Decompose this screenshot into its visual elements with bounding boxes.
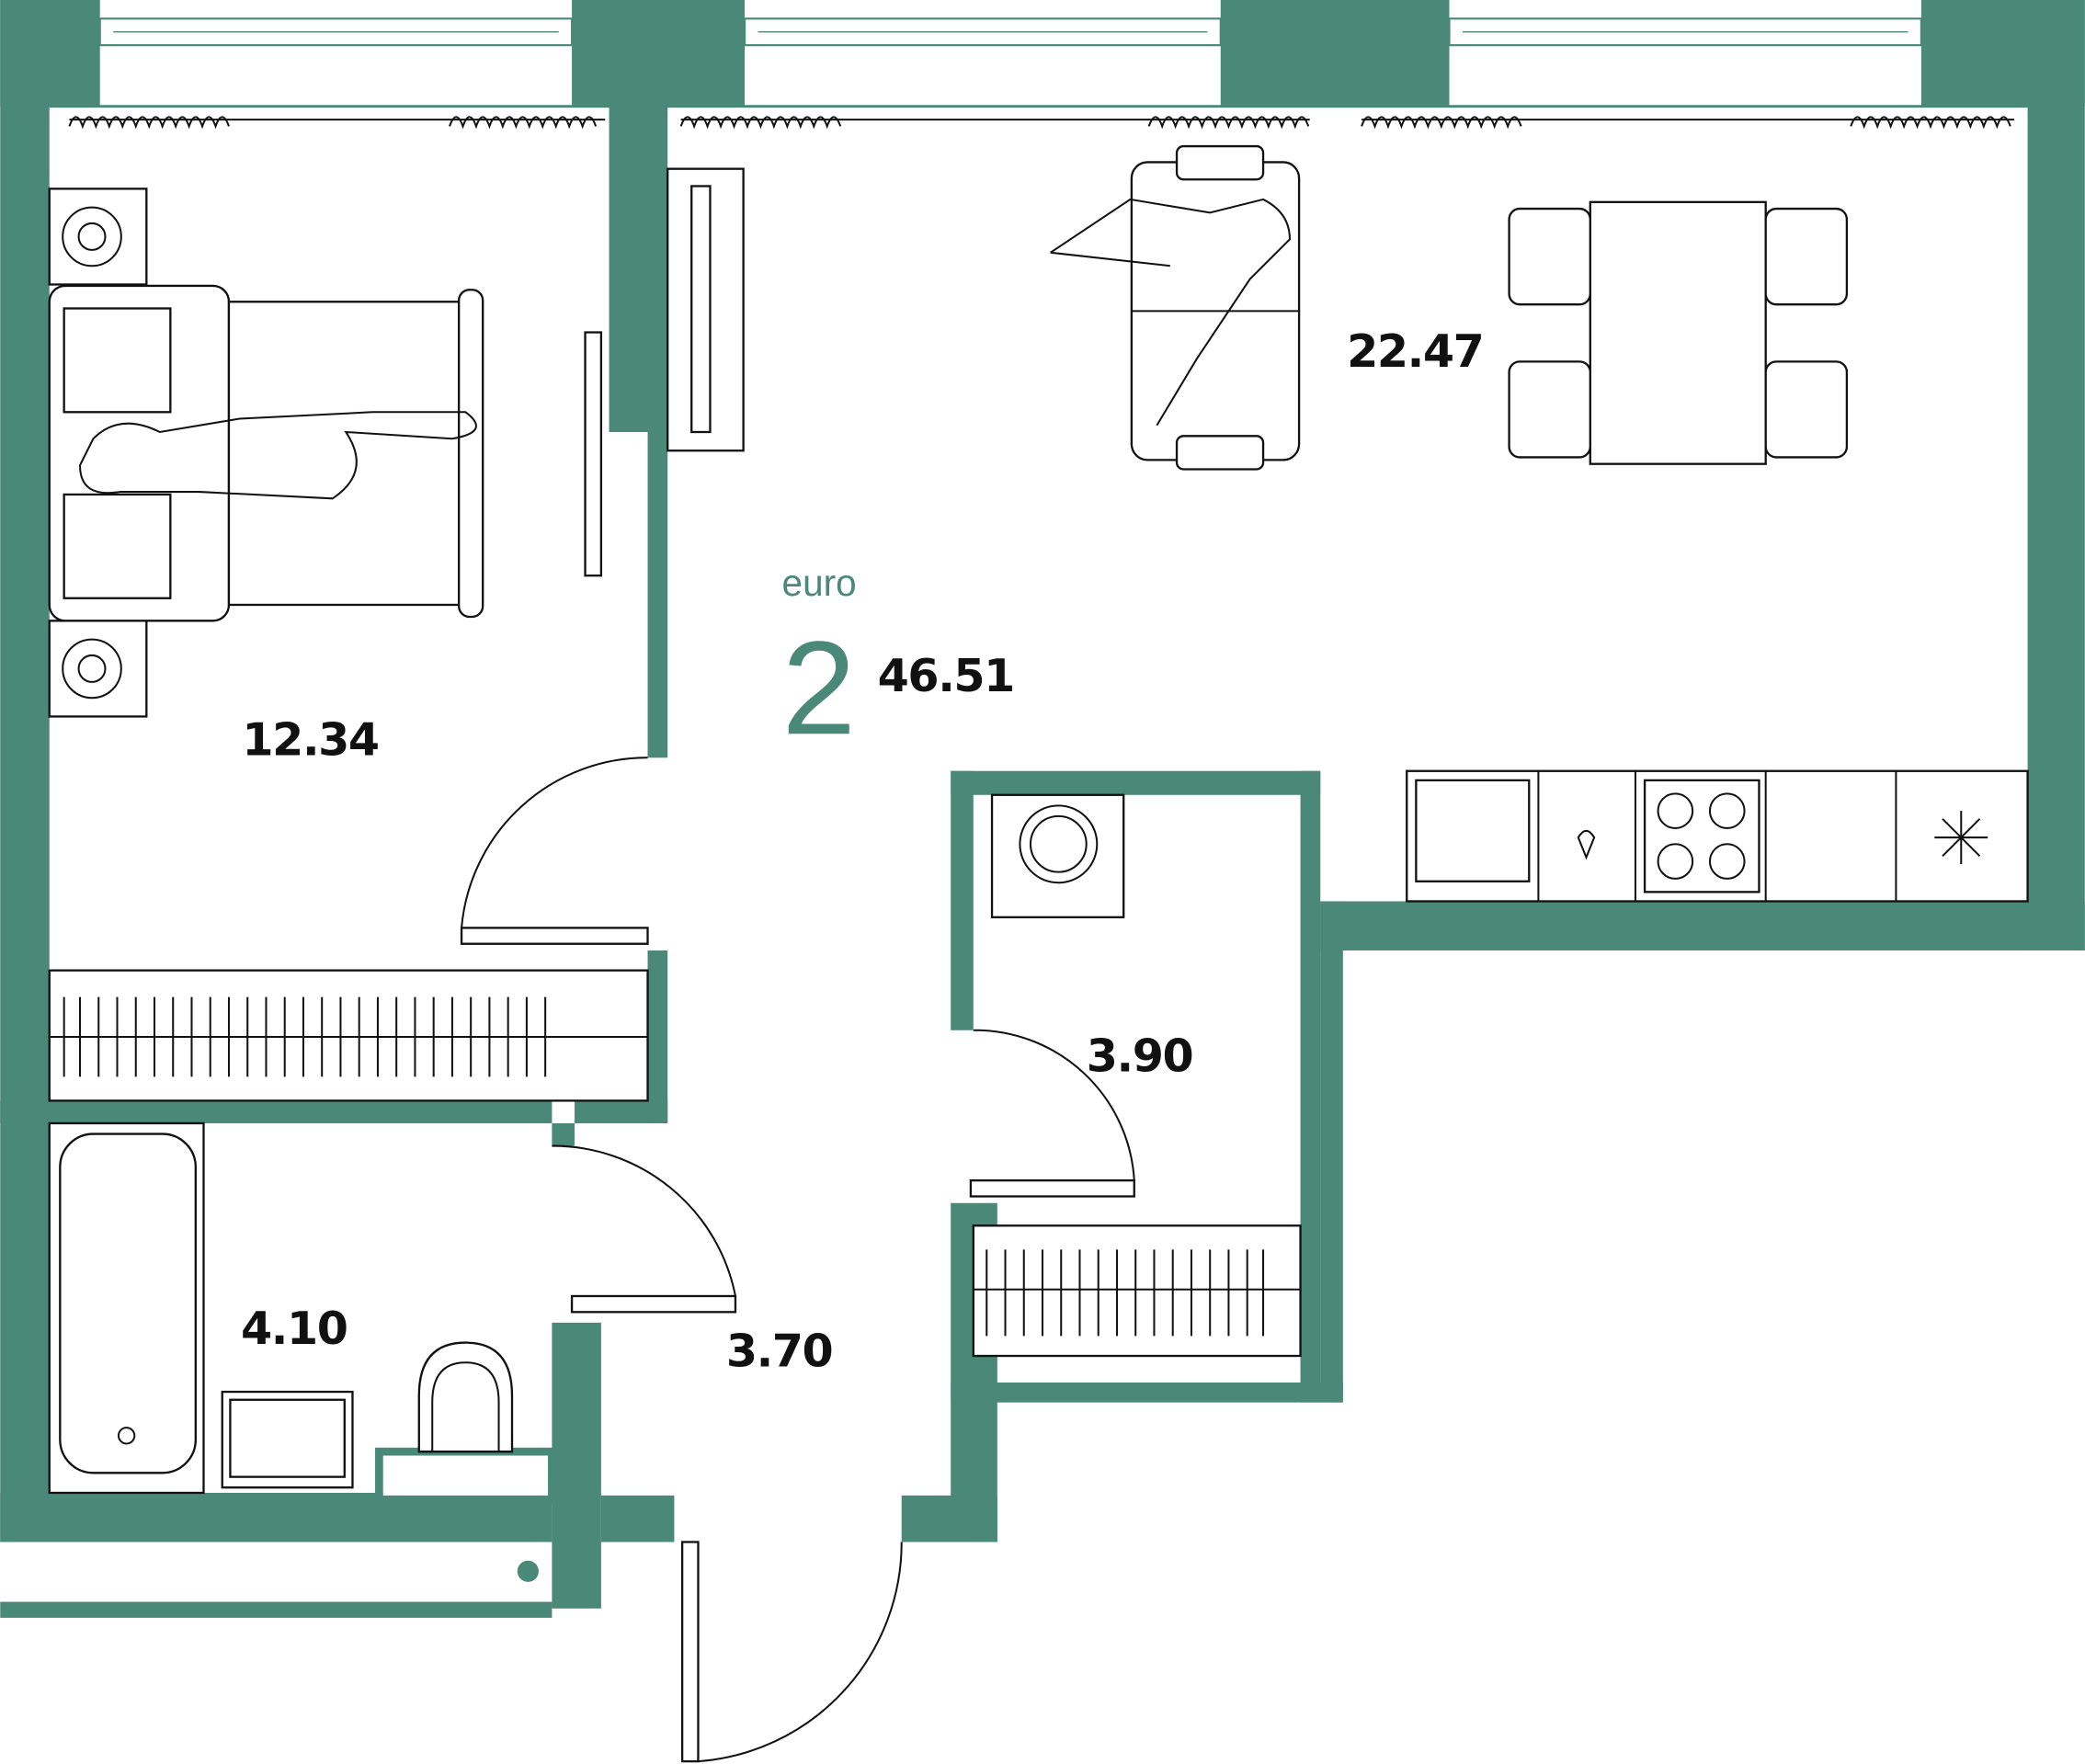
living-furniture [667, 144, 1849, 471]
snowflake-icon [1934, 811, 1988, 864]
walls [0, 0, 2085, 1618]
room-area-living-kitchen: 22.47 [1347, 324, 1483, 378]
storage-furniture [972, 793, 1302, 1358]
room-area-bathroom: 4.10 [241, 1302, 348, 1355]
doors [460, 757, 1135, 1763]
total-area: 46.51 [878, 649, 1014, 702]
kitchen-unit [1406, 769, 2029, 903]
radiators [68, 116, 2015, 130]
room-area-storage: 3.90 [1087, 1030, 1193, 1083]
windows [49, 17, 2028, 108]
room-count: 2 [782, 613, 856, 762]
apartment-type-label: euro [782, 562, 857, 604]
room-area-bedroom: 12.34 [242, 712, 378, 766]
bathroom-fixtures [48, 1121, 514, 1495]
room-area-hallway: 3.70 [726, 1325, 833, 1378]
bedroom-furniture [48, 188, 649, 1102]
